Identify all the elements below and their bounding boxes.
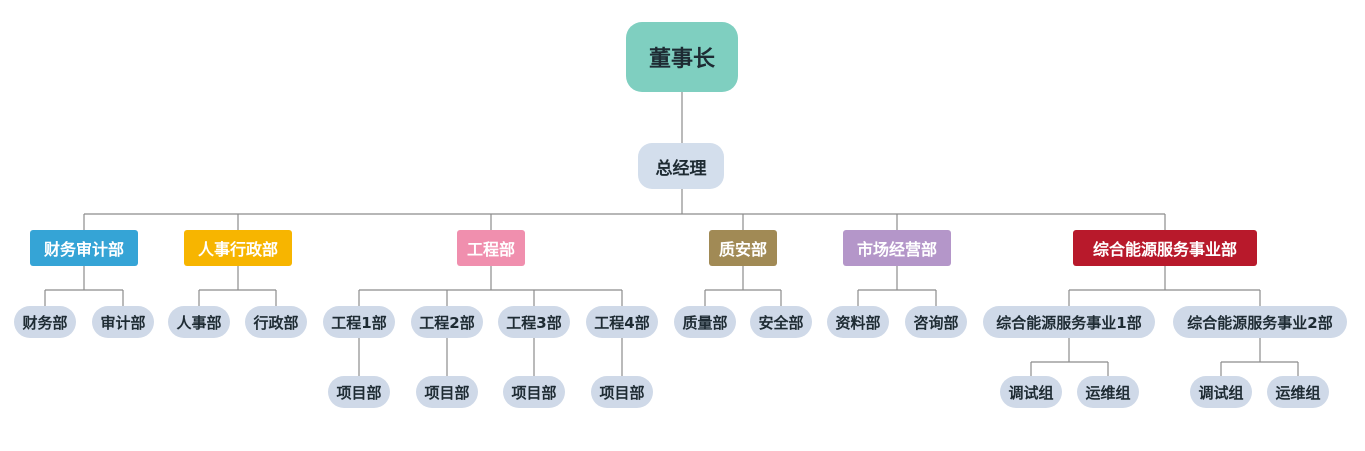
sub-consulting: 咨询部: [905, 306, 967, 338]
project-dept-1: 项目部: [328, 376, 390, 408]
ops-group-1: 运维组: [1077, 376, 1139, 408]
project-dept-4: 项目部: [591, 376, 653, 408]
debug-group-1: 调试组: [1000, 376, 1062, 408]
dept-marketing: 市场经营部: [843, 230, 951, 266]
sub-engineering-3: 工程3部: [498, 306, 570, 338]
node-general-manager: 总经理: [638, 143, 724, 189]
sub-engineering-1: 工程1部: [323, 306, 395, 338]
sub-finance: 财务部: [14, 306, 76, 338]
sub-audit: 审计部: [92, 306, 154, 338]
ops-group-2: 运维组: [1267, 376, 1329, 408]
sub-safety: 安全部: [750, 306, 812, 338]
dept-energy-services: 综合能源服务事业部: [1073, 230, 1257, 266]
dept-quality-safety: 质安部: [709, 230, 777, 266]
sub-energy-2: 综合能源服务事业2部: [1173, 306, 1347, 338]
sub-data: 资料部: [827, 306, 889, 338]
debug-group-2: 调试组: [1190, 376, 1252, 408]
dept-hr-admin: 人事行政部: [184, 230, 292, 266]
node-chairman: 董事长: [626, 22, 738, 92]
project-dept-3: 项目部: [503, 376, 565, 408]
sub-energy-1: 综合能源服务事业1部: [983, 306, 1155, 338]
sub-engineering-4: 工程4部: [586, 306, 658, 338]
project-dept-2: 项目部: [416, 376, 478, 408]
sub-quality: 质量部: [674, 306, 736, 338]
dept-engineering: 工程部: [457, 230, 525, 266]
sub-admin: 行政部: [245, 306, 307, 338]
sub-hr: 人事部: [168, 306, 230, 338]
sub-engineering-2: 工程2部: [411, 306, 483, 338]
dept-finance-audit: 财务审计部: [30, 230, 138, 266]
